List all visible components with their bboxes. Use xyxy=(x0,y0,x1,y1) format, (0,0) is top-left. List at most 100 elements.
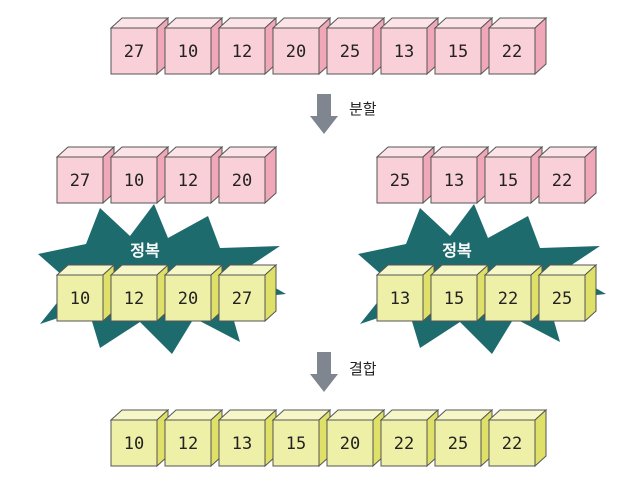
left-half-row-cell: 12 xyxy=(163,145,224,205)
original-array-row-cell: 13 xyxy=(379,16,440,76)
cube-value: 15 xyxy=(498,171,518,191)
cube-value: 12 xyxy=(178,171,198,191)
original-array-row-cell: 20 xyxy=(271,16,332,76)
cube-value: 15 xyxy=(444,289,464,309)
cube-value: 12 xyxy=(232,42,252,62)
left-sorted-row-cell: 12 xyxy=(109,263,170,323)
right-half-row-cell: 25 xyxy=(375,145,436,205)
cube-front xyxy=(110,27,158,75)
merged-array-row: 10 12 13 15 20 22 25 22 xyxy=(109,408,548,468)
merged-array-row-cell: 13 xyxy=(217,408,278,468)
cube-value: 13 xyxy=(232,434,252,454)
cube-front xyxy=(164,419,212,467)
merged-array-row-cell: 22 xyxy=(379,408,440,468)
divide-label: 분할 xyxy=(349,100,377,118)
divide-arrow: 분할 xyxy=(310,94,377,134)
cube-value: 13 xyxy=(444,171,464,191)
cube-side xyxy=(534,408,547,468)
merged-array-row-cell: 12 xyxy=(163,408,224,468)
left-half-row-cell: 20 xyxy=(217,145,278,205)
cube-front xyxy=(218,156,266,204)
cube-value: 13 xyxy=(390,289,410,309)
left-sorted-row-cell: 27 xyxy=(217,263,278,323)
cube-value: 27 xyxy=(232,289,252,309)
divide-arrow-icon xyxy=(310,94,338,134)
cube-value: 10 xyxy=(124,171,144,191)
cube-front xyxy=(218,419,266,467)
right-sorted-row-cell: 15 xyxy=(429,263,490,323)
cube-front xyxy=(380,419,428,467)
cube-value: 10 xyxy=(178,42,198,62)
original-array-row-cell: 12 xyxy=(217,16,278,76)
cube-front xyxy=(380,27,428,75)
cube-side xyxy=(264,263,277,323)
conquer-left-label: 정복 xyxy=(130,241,160,260)
cube-value: 25 xyxy=(340,42,360,62)
cube-value: 15 xyxy=(286,434,306,454)
right-sorted-row-cell: 22 xyxy=(483,263,544,323)
cube-front xyxy=(218,27,266,75)
cube-value: 25 xyxy=(552,289,572,309)
cube-front xyxy=(434,419,482,467)
left-half-row-cell: 27 xyxy=(55,145,116,205)
cube-front xyxy=(110,274,158,322)
cube-value: 20 xyxy=(286,42,306,62)
merged-array-row-cell: 20 xyxy=(325,408,386,468)
right-half-row-cell: 13 xyxy=(429,145,490,205)
cube-value: 25 xyxy=(448,434,468,454)
cube-value: 20 xyxy=(232,171,252,191)
cube-value: 10 xyxy=(70,289,90,309)
cube-value: 22 xyxy=(394,434,414,454)
cube-value: 12 xyxy=(178,434,198,454)
merged-array-row-cell: 25 xyxy=(433,408,494,468)
original-array-row-cell: 25 xyxy=(325,16,386,76)
cube-front xyxy=(272,419,320,467)
cube-front xyxy=(272,27,320,75)
cube-front xyxy=(538,274,586,322)
original-array-row-cell: 22 xyxy=(487,16,548,76)
original-array-row-cell: 15 xyxy=(433,16,494,76)
left-half-row-cell: 10 xyxy=(109,145,170,205)
merged-array-row-cell: 10 xyxy=(109,408,170,468)
left-sorted-row: 10 12 20 27 xyxy=(55,263,278,323)
right-sorted-row-cell: 13 xyxy=(375,263,436,323)
left-sorted-row-cell: 20 xyxy=(163,263,224,323)
left-half-row: 27 10 12 20 xyxy=(55,145,278,205)
conquer-right-label: 정복 xyxy=(442,241,472,260)
cube-value: 20 xyxy=(340,434,360,454)
cube-value: 12 xyxy=(124,289,144,309)
cube-front xyxy=(538,156,586,204)
original-array-row-cell: 10 xyxy=(163,16,224,76)
right-half-row-cell: 15 xyxy=(483,145,544,205)
cube-front xyxy=(326,27,374,75)
cube-value: 27 xyxy=(70,171,90,191)
cube-front xyxy=(164,156,212,204)
cube-front xyxy=(376,156,424,204)
cube-front xyxy=(56,274,104,322)
cube-front xyxy=(488,27,536,75)
cube-front xyxy=(430,274,478,322)
cube-front xyxy=(484,274,532,322)
cube-front xyxy=(434,27,482,75)
combine-arrow: 결합 xyxy=(310,352,377,392)
cube-value: 10 xyxy=(124,434,144,454)
cube-front xyxy=(326,419,374,467)
cube-front xyxy=(430,156,478,204)
cube-front xyxy=(110,156,158,204)
cube-side xyxy=(584,263,597,323)
cube-front xyxy=(484,156,532,204)
cube-value: 22 xyxy=(498,289,518,309)
cube-front xyxy=(488,419,536,467)
cube-value: 20 xyxy=(178,289,198,309)
merged-array-row-cell: 22 xyxy=(487,408,548,468)
original-array-row-cell: 27 xyxy=(109,16,170,76)
cube-side xyxy=(584,145,597,205)
cube-front xyxy=(164,27,212,75)
cube-front xyxy=(110,419,158,467)
cube-front xyxy=(56,156,104,204)
cube-side xyxy=(534,16,547,76)
merged-array-row-cell: 15 xyxy=(271,408,332,468)
